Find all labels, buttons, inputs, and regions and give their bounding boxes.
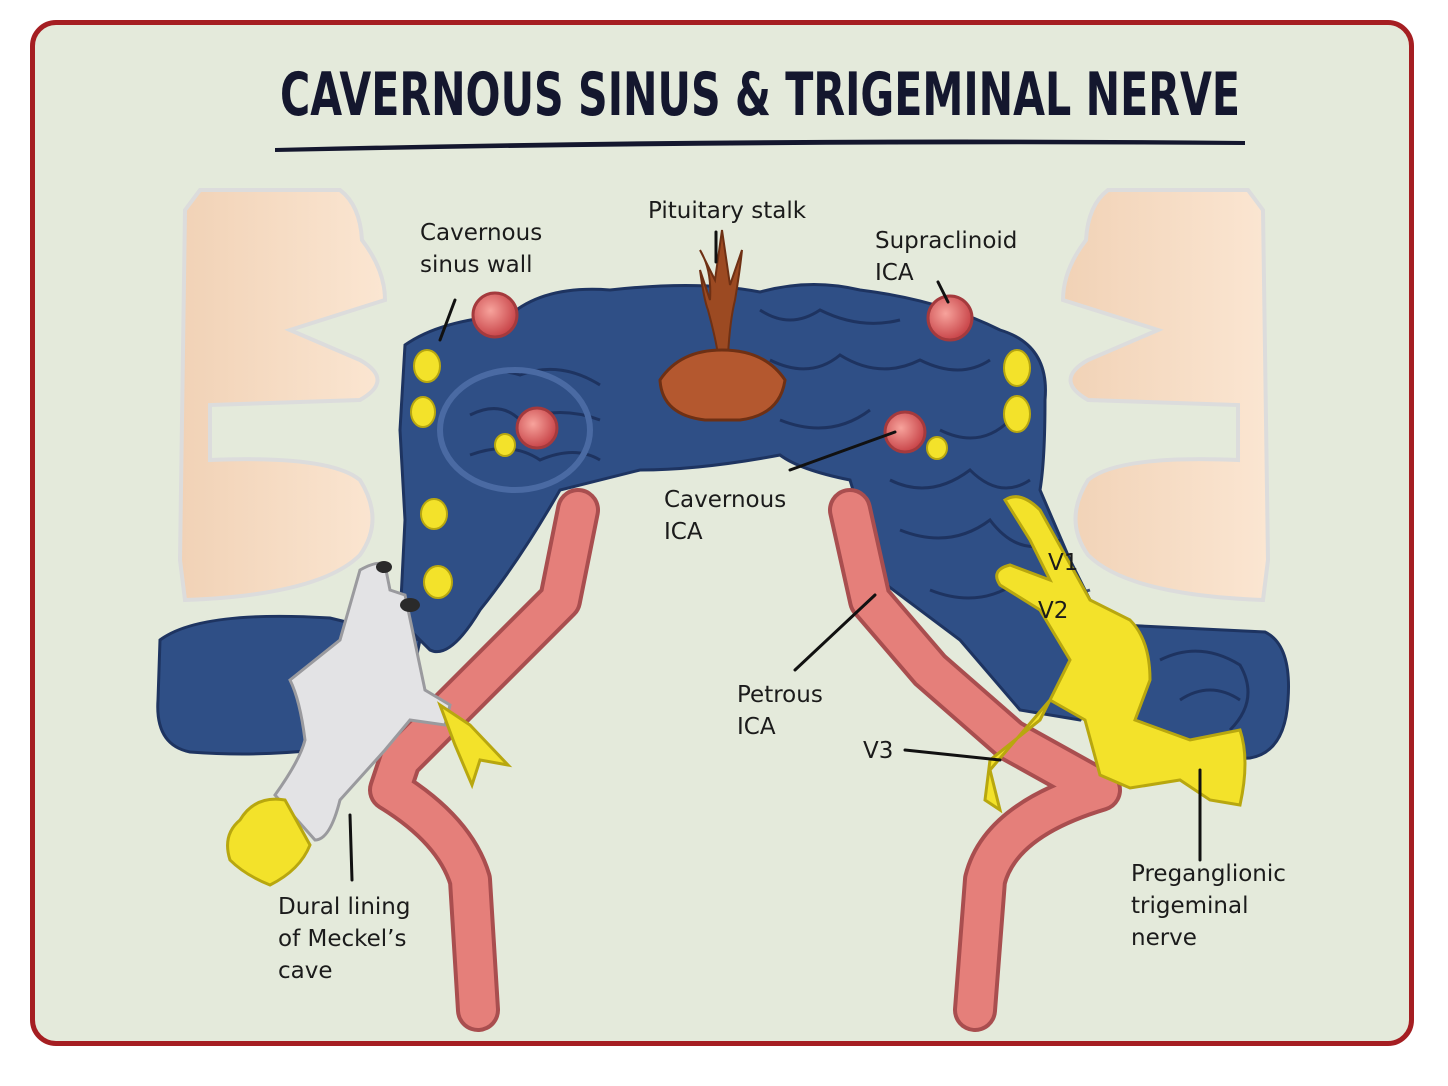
left-trigeminal-root [226,797,312,887]
right-petrous-ica [832,492,1118,1028]
left-sinus-compartment [437,367,593,493]
right-supraclinoid-ica [926,294,974,342]
leader-dural-lining [348,813,354,882]
dura-opening-lower [400,598,420,612]
sinus-trabeculae [464,308,1250,732]
right-cavernous-ica [883,410,927,454]
right-trigeminal-complex [983,495,1247,814]
leader-v3 [903,748,1002,762]
label-v3: V3 [863,738,893,764]
left-cavernous-ica [515,406,559,450]
label-cavernous-sinus-wall: Cavernous sinus wall [420,220,550,278]
page-title: CAVERNOUS SINUS & TRIGEMINAL NERVE [280,60,1240,130]
leader-supraclinoid-ica [936,280,950,304]
label-preganglionic-trigeminal-nerve: Preganglionic trigeminal nerve [1131,861,1293,951]
label-dural-lining: Dural lining of Meckel’s cave [278,894,418,984]
label-v2: V2 [1038,598,1068,624]
leader-cavernous-ica [788,430,897,472]
left-bone-block [177,188,388,603]
title-underline [275,139,1245,152]
dura-opening-upper [376,561,392,573]
label-v1: V1 [1048,550,1078,576]
right-bone-block [1060,188,1271,603]
cavernous-sinus [398,282,1122,722]
left-supraclinoid-ica [471,291,519,339]
label-cavernous-ica: Cavernous ICA [664,487,794,545]
label-supraclinoid-ica: Supraclinoid ICA [875,228,1025,286]
sinus-wall-nerves [410,349,1031,599]
leader-cavernous-sinus-wall [438,298,457,342]
left-v3-branch [436,701,513,790]
pituitary-stalk [699,229,743,356]
pituitary-gland [658,348,787,422]
label-petrous-ica: Petrous ICA [737,682,830,740]
label-pituitary-stalk: Pituitary stalk [648,198,807,224]
leader-petrous-ica [793,593,877,672]
left-petrous-ica [372,492,596,1028]
